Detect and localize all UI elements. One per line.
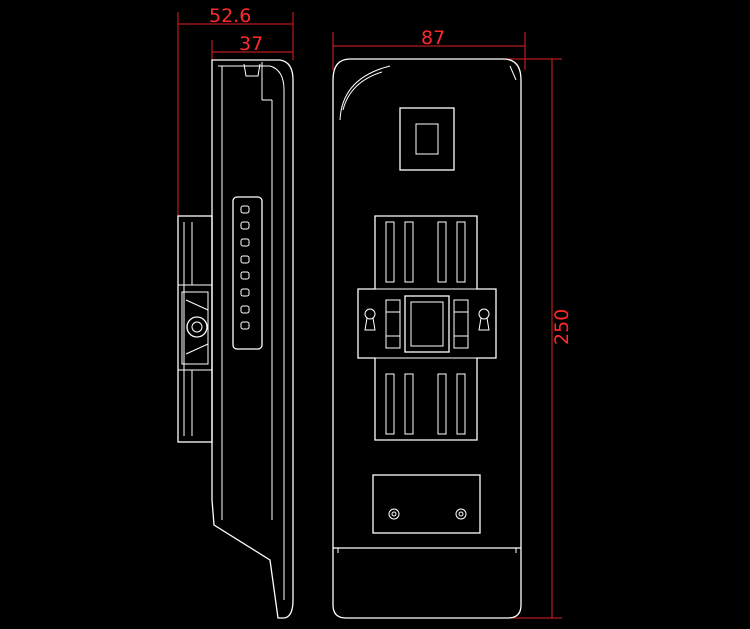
front-mounting-bracket <box>357 215 497 441</box>
dimension-label-front-height: 250 <box>551 309 573 345</box>
front-view <box>332 58 522 619</box>
front-label-window <box>399 107 455 171</box>
dimension-label-side-total-depth: 52.6 <box>209 5 251 27</box>
led-indicators <box>240 205 250 330</box>
dimension-label-front-width: 87 <box>421 27 445 49</box>
front-connector-plate <box>372 474 481 534</box>
dimension-lines <box>177 12 562 619</box>
side-view <box>177 59 294 619</box>
side-mounting-bracket <box>177 215 213 443</box>
dimension-label-side-body-depth: 37 <box>239 33 263 55</box>
